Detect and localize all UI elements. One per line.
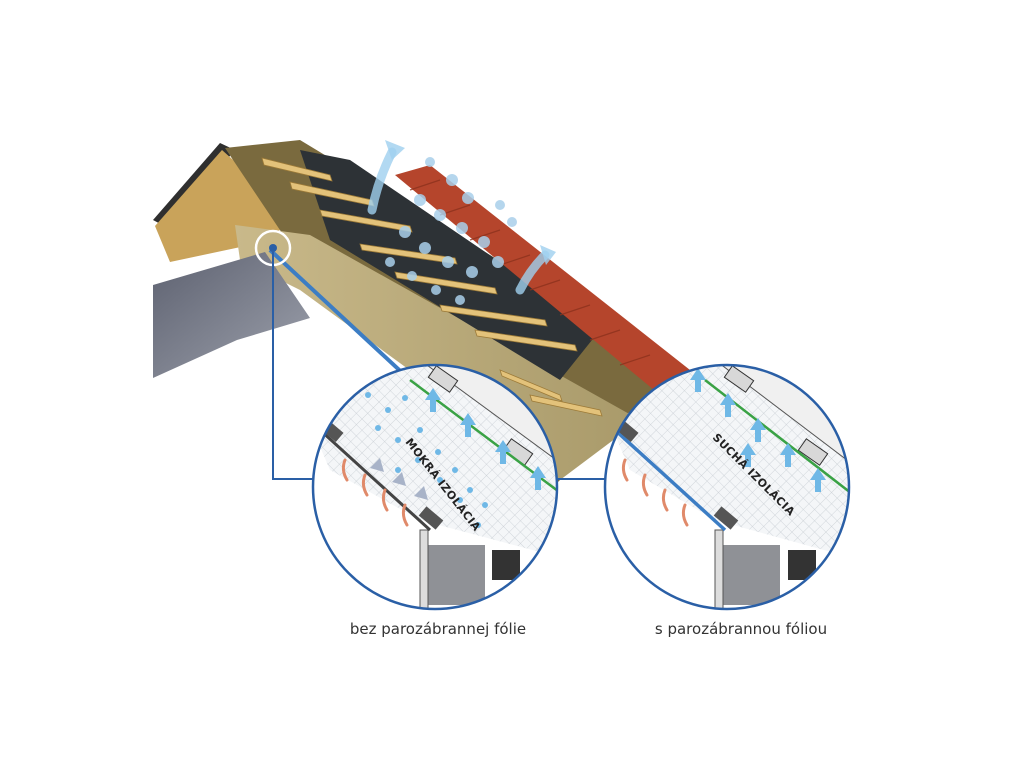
roof-section bbox=[153, 140, 690, 500]
detail-right: SUCHÁ IZOLÁCIA bbox=[603, 363, 851, 611]
ceiling-board bbox=[153, 252, 310, 378]
detail-right-frame bbox=[603, 363, 851, 611]
vapor-barrier-line bbox=[268, 248, 412, 382]
roof-tiles bbox=[395, 165, 690, 395]
caption-without-vapor-barrier: bez parozábrannej fólie bbox=[349, 620, 527, 638]
leader-line bbox=[272, 252, 318, 480]
detail-left-frame bbox=[311, 363, 559, 611]
vapor-particles bbox=[385, 157, 517, 305]
caption-with-vapor-barrier: s parozábrannou fóliou bbox=[654, 620, 828, 638]
roof-insulation bbox=[235, 225, 640, 480]
battens bbox=[261, 157, 603, 417]
detail-left: MOKRÁ IZOLÁCIA bbox=[311, 363, 559, 611]
